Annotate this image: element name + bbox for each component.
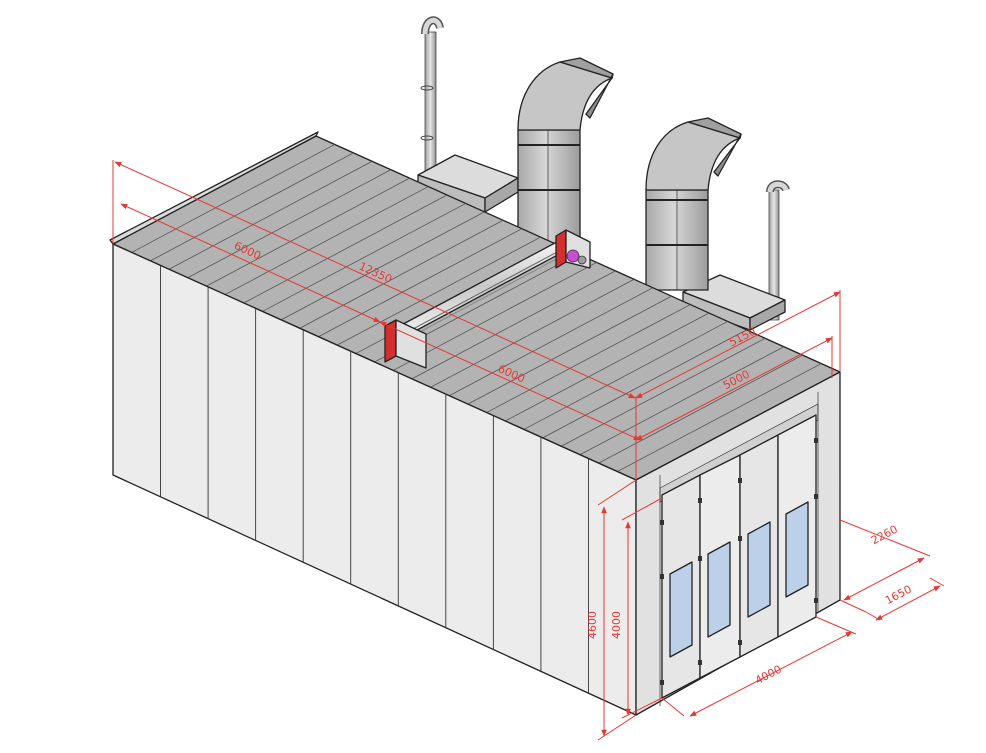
rear-exhaust-stack: [420, 16, 444, 173]
door-window-3: [747, 521, 771, 618]
dim-line-length-front: [379, 321, 641, 441]
dim-depth-inner: 1650: [883, 583, 914, 607]
dim-height-outer: 4600: [586, 611, 599, 639]
door-window-4: [785, 501, 809, 598]
door-window-2: [707, 541, 731, 638]
dim-depth-outer: 2260: [869, 523, 900, 547]
dim-line-door-width: [689, 631, 853, 717]
dim-height-door: 4000: [610, 611, 623, 639]
booth-front-doors: [660, 414, 818, 699]
light-box-flange-right: [555, 229, 567, 269]
front-air-duct: [645, 117, 742, 291]
dim-line-width-inner: [635, 337, 833, 441]
rear-air-duct: [517, 57, 614, 249]
dim-line-length-rear: [120, 203, 381, 323]
dim-line-depth-inner: [875, 585, 941, 621]
roof-fan-motor-icon: [566, 249, 580, 263]
dim-door-width: 4000: [753, 663, 784, 687]
dim-line-depth-outer: [843, 557, 925, 601]
door-window-1: [669, 561, 693, 658]
